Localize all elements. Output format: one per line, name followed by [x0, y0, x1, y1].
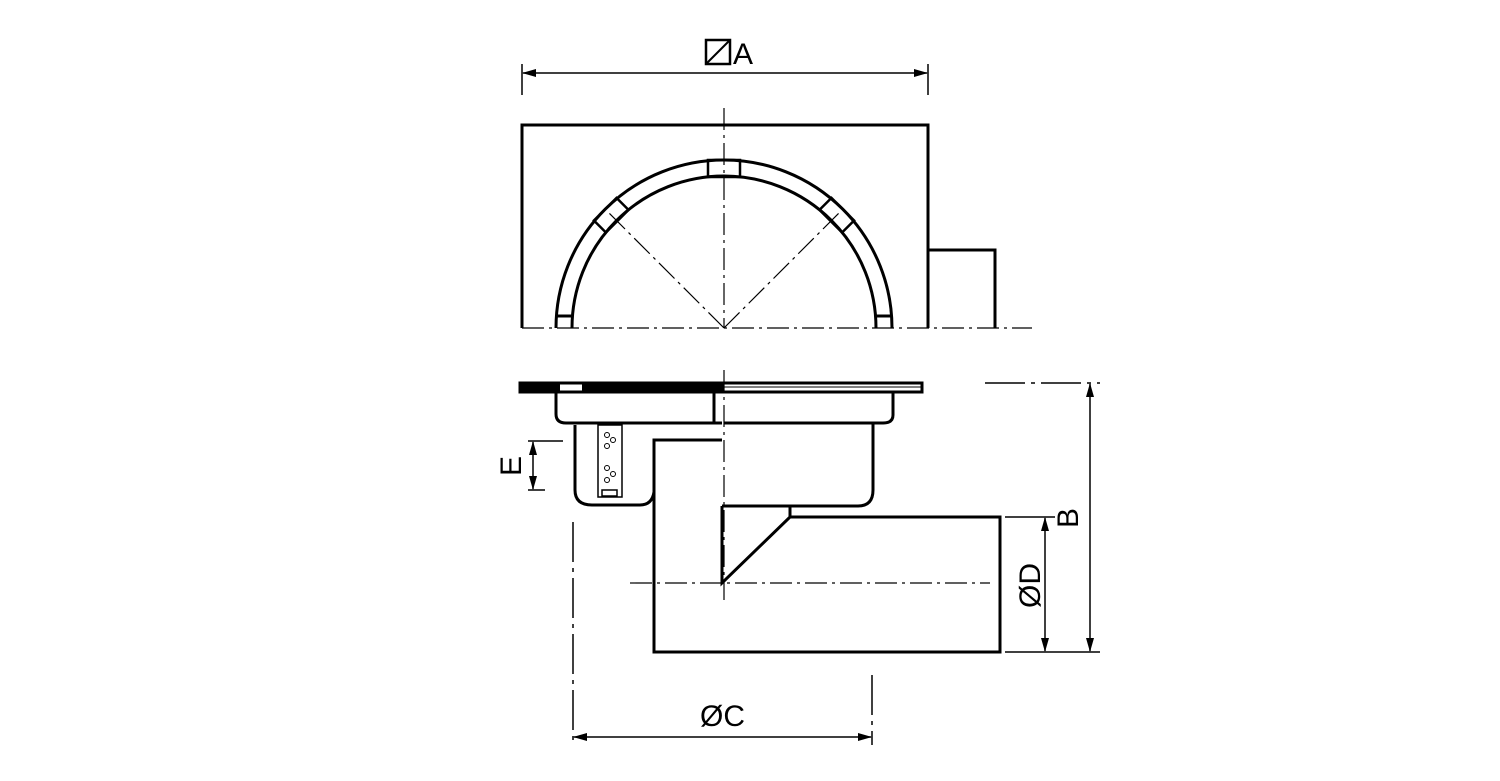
square-diameter-icon — [704, 38, 732, 66]
dimension-e-label: E — [495, 456, 528, 476]
dimension-a: A — [521, 38, 929, 95]
dimension-a-label: A — [733, 38, 753, 71]
dimension-b-label: B — [1052, 508, 1085, 528]
side-view — [518, 370, 1002, 654]
dimension-d-label: ØD — [1014, 563, 1047, 608]
dimension-e: E — [495, 440, 563, 491]
dimension-c: ØC — [572, 522, 873, 745]
dimension-d: ØD — [1005, 516, 1055, 652]
dimension-c-label: ØC — [700, 700, 745, 733]
dimension-b: B — [985, 382, 1100, 653]
top-view — [520, 108, 1032, 329]
